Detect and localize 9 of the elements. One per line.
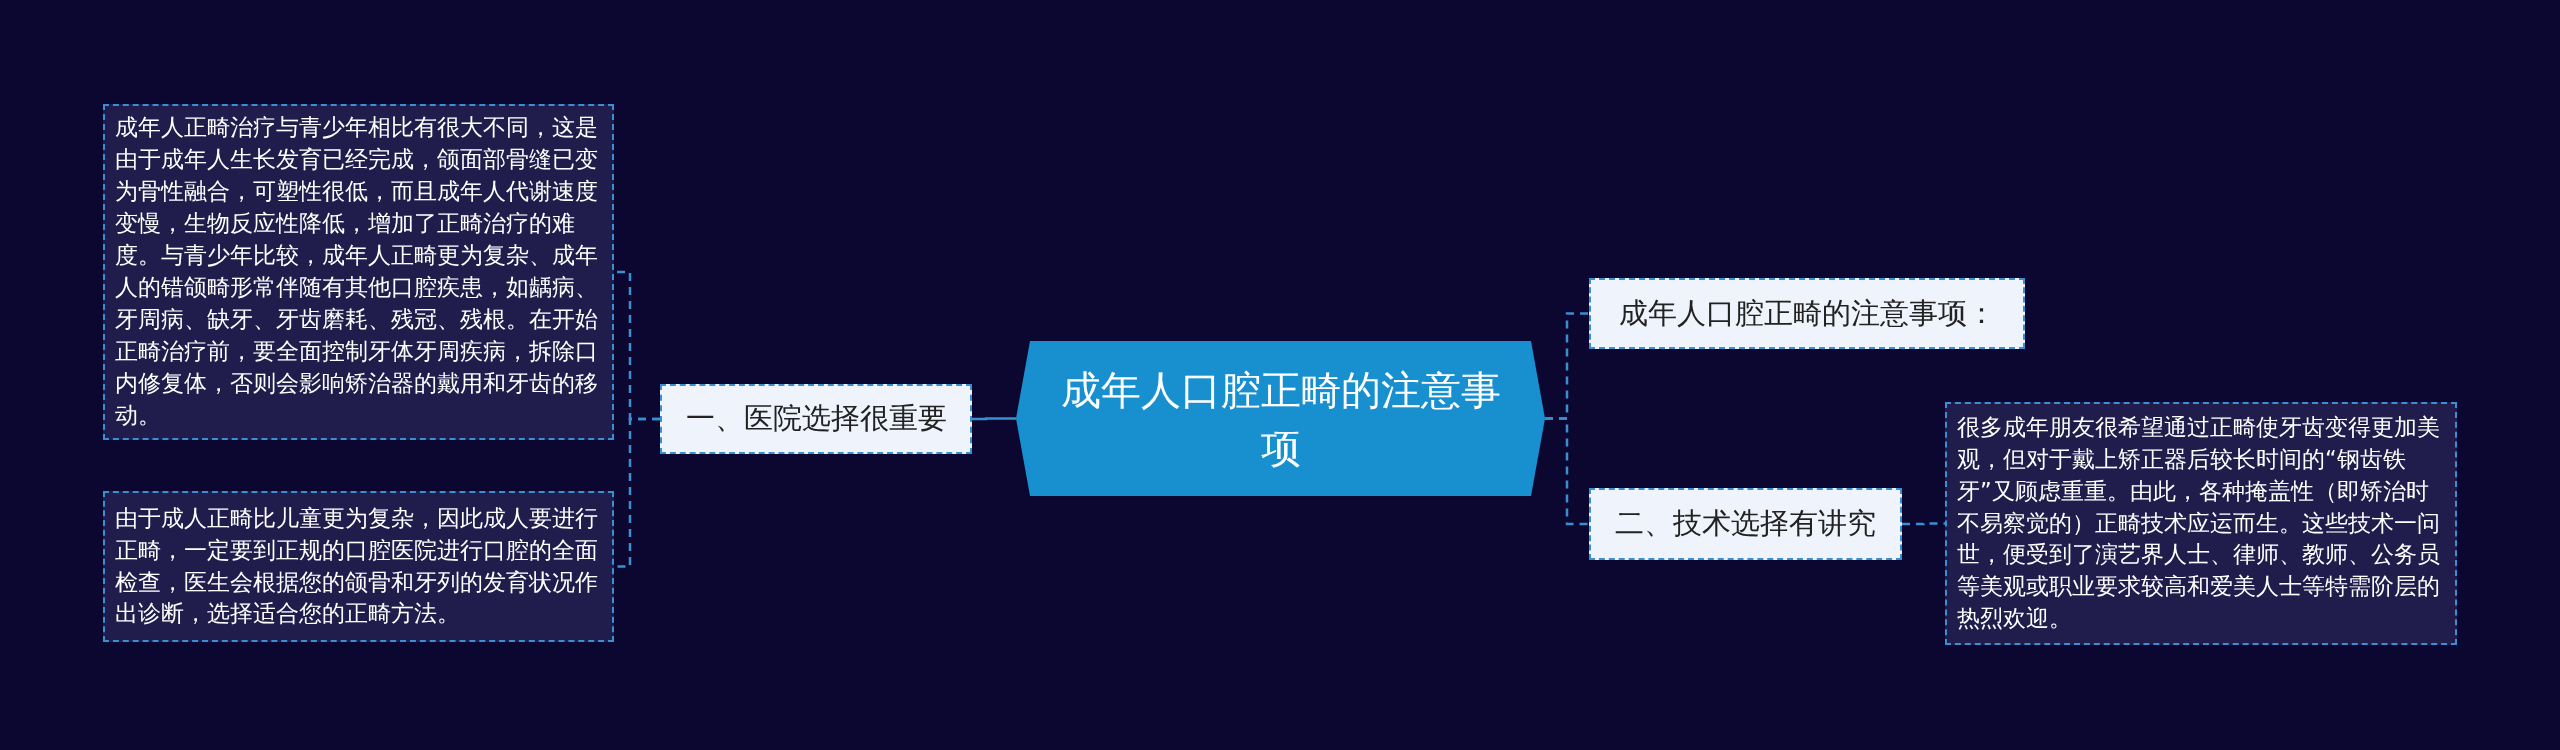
branch-box: 成年人口腔正畸的注意事项： — [1589, 278, 2025, 349]
connector-line — [972, 417, 1016, 421]
connector-line — [1545, 417, 1589, 526]
text-box: 由于成人正畸比儿童更为复杂，因此成人要进行正畸，一定要到正规的口腔医院进行口腔的全面检查，医生会根据您的颌骨和牙列的发育状况作出诊断，选择适合您的正畸方法。 — [103, 491, 614, 642]
text-box: 成年人正畸治疗与青少年相比有很大不同，这是由于成年人生长发育已经完成，颌面部骨缝已变为骨性融合，可塑性很低，而且成年人代谢速度变慢，生物反应性降低，增加了正畸治疗的难度。与青少年比较，成年人正畸更为复杂、成年人的错颌畸形常伴随有其他口腔疾患，如龋病、牙周病、缺牙、牙齿磨耗、残冠、残根。在开始正畸治疗前，要全面控制牙体牙周疾病，拆除口内修复体，否则会影响矫治器的戴用和牙齿的移动。 — [103, 104, 614, 440]
branch-box: 二、技术选择有讲究 — [1589, 488, 1902, 560]
branch-box: 一、医院选择很重要 — [660, 384, 972, 454]
text-box: 很多成年朋友很希望通过正畸使牙齿变得更加美观，但对于戴上矫正器后较长时间的“钢齿铁牙”又顾虑重重。由此，各种掩盖性（即矫治时不易察觉的）正畸技术应运而生。这些技术一问世，便受到了演艺界人士、律师、教师、公务员等美观或职业要求较高和爱美人士等特需阶层的热烈欢迎。 — [1945, 402, 2457, 645]
connector-line — [1902, 522, 1945, 526]
